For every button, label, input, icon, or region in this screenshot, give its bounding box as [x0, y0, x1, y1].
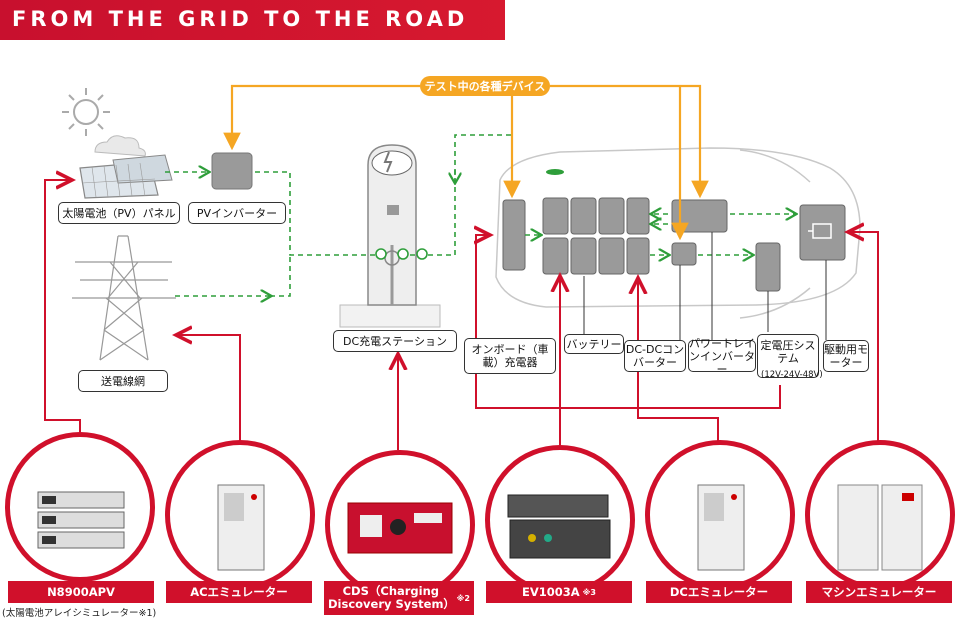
engine-icon — [808, 223, 832, 239]
header-banner: FROM THE GRID TO THE ROAD — [0, 0, 505, 40]
machine-emulator-image — [805, 440, 955, 590]
banner-title: FROM THE GRID TO THE ROAD — [12, 7, 469, 31]
dc-station-label: DC充電ステーション — [333, 330, 457, 352]
product-n8900apv: N8900APV — [8, 581, 154, 603]
battery-pack — [542, 197, 650, 275]
cds-image — [325, 450, 475, 600]
onboard-charger-box — [502, 199, 526, 271]
n8900apv-image — [5, 432, 155, 582]
product-machine-emulator: マシンエミュレーター — [806, 581, 952, 603]
dc-charging-station-icon — [339, 144, 441, 328]
transmission-tower-icon — [72, 235, 176, 361]
ac-emulator-image — [165, 440, 315, 590]
drive-motor-label: 駆動用モーター — [823, 340, 869, 372]
low-voltage-range: (12V-24V-48V) — [761, 370, 823, 380]
n8900apv-footnote: (太陽電池アレイシミュレーター※1) — [2, 608, 157, 619]
product-ev1003a: EV1003A※3 — [486, 581, 632, 603]
onboard-charger-label: オンボード（車載）充電器 — [464, 338, 556, 374]
cloud-icon — [94, 135, 146, 157]
sun-icon — [62, 88, 110, 136]
dcdc-converter-box — [671, 242, 697, 266]
motor-box — [799, 204, 846, 261]
product-cds: CDS（Charging Discovery System）※2 — [324, 581, 474, 615]
car-outline — [495, 147, 861, 319]
pv-panel-label: 太陽電池（PV）パネル — [58, 202, 180, 224]
low-voltage-box — [755, 242, 781, 292]
grid-label: 送電線網 — [78, 370, 168, 392]
product-dc-emulator: DCエミュレーター — [646, 581, 792, 603]
low-voltage-label: 定電圧システム — [757, 334, 819, 378]
dcdc-converter-label: DC-DCコンバーター — [624, 340, 686, 372]
product-ac-emulator: ACエミュレーター — [166, 581, 312, 603]
ev1003a-image — [485, 445, 635, 595]
powertrain-inverter-label: パワートレインインバーター — [688, 336, 756, 376]
solar-panel-icon — [79, 154, 173, 199]
dut-tag: テスト中の各種デバイス — [420, 76, 550, 96]
dc-emulator-image — [645, 440, 795, 590]
pv-inverter-box — [211, 152, 253, 190]
battery-label: バッテリー — [564, 334, 624, 354]
pv-inverter-label: PVインバーター — [188, 202, 286, 224]
